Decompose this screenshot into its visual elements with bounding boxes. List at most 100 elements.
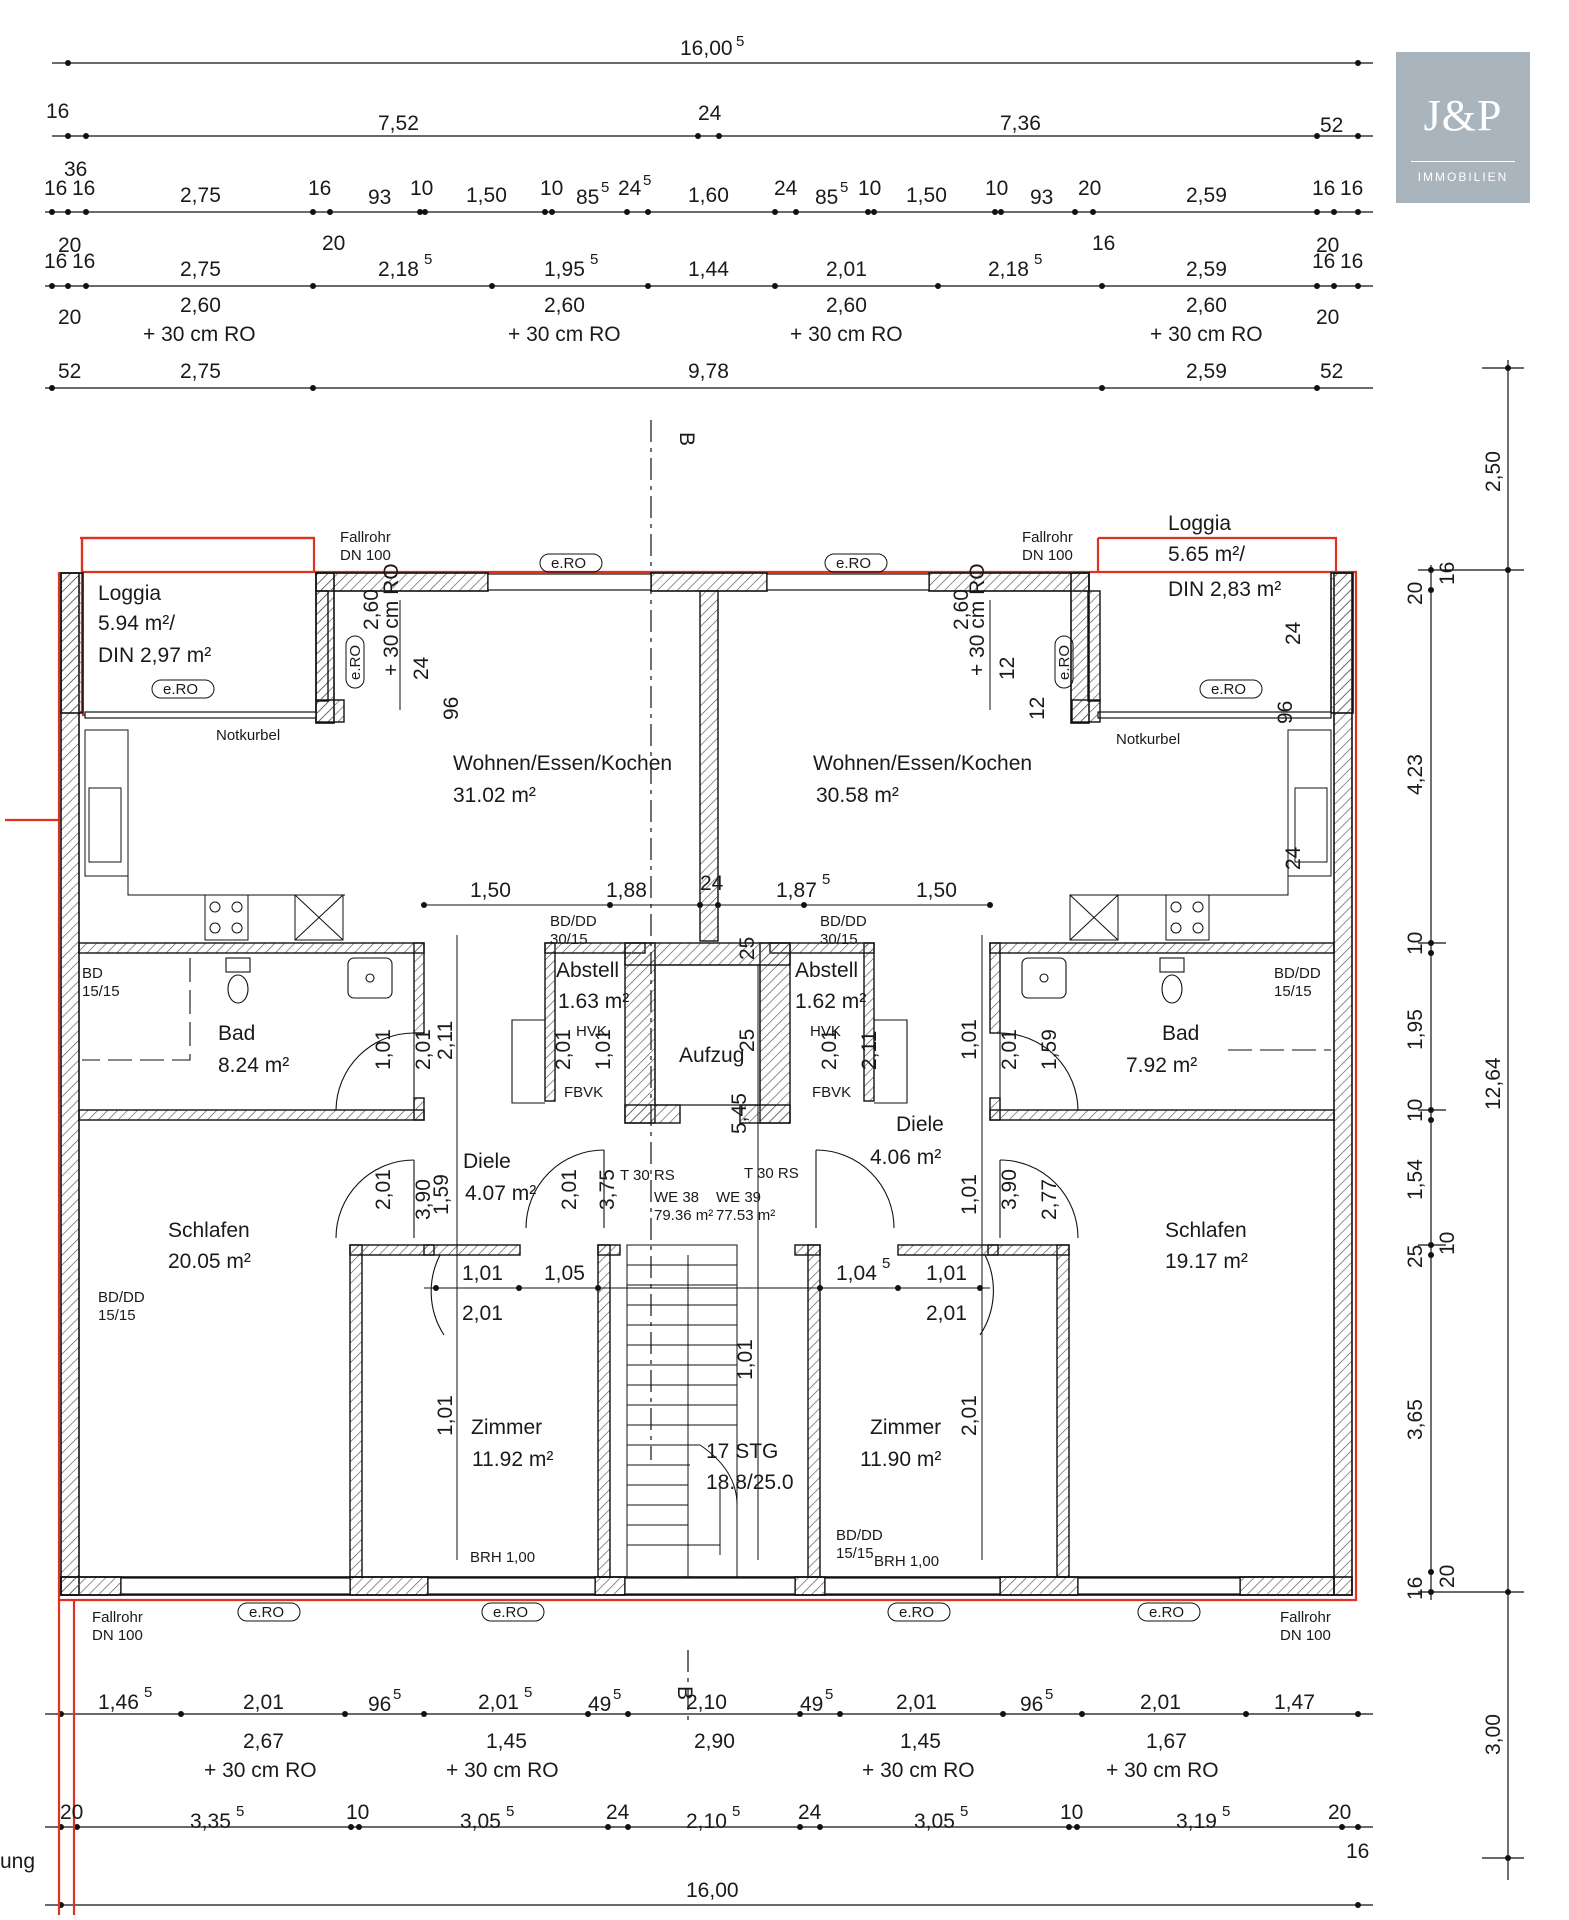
dim-label: 1,05 — [544, 1262, 585, 1285]
annotation: Fallrohr — [1022, 529, 1073, 546]
dim-label-superscript: 5 — [393, 1686, 401, 1703]
dim-label: 20 — [1078, 177, 1101, 200]
centerline — [650, 420, 689, 1725]
ro-tag: e.RO — [1149, 1604, 1184, 1621]
dim-label: 12 — [1026, 697, 1049, 720]
ro-tag: e.RO — [249, 1604, 284, 1621]
room-area: 31.02 m² — [453, 784, 536, 807]
annotation: 79.36 m² — [654, 1207, 713, 1224]
dim-label: 3,90 — [998, 1169, 1021, 1210]
dim-label: 96 — [440, 697, 463, 720]
bathroom-fixtures — [82, 957, 1331, 1061]
dim-label-superscript: 5 — [732, 1803, 740, 1820]
ro-tag: e.RO — [1056, 645, 1073, 680]
opening-width: 2,67 — [243, 1730, 284, 1753]
interior-dimension-lines — [399, 600, 991, 1560]
annotation: FBVK — [564, 1084, 603, 1101]
dim-label-superscript: 5 — [1222, 1803, 1230, 1820]
dim-label: 10 — [1060, 1801, 1083, 1824]
dim-label: 96 — [368, 1693, 391, 1716]
annotation: Notkurbel — [1116, 731, 1180, 748]
annotation: Fallrohr — [1280, 1609, 1331, 1626]
room-area: 5.94 m²/ — [98, 612, 175, 635]
dim-label: 24 — [606, 1801, 630, 1824]
opening-width: 2,90 — [694, 1730, 735, 1753]
brand-name: J&P — [1423, 91, 1503, 140]
dim-label: 20 — [1316, 234, 1339, 257]
room-area: 11.92 m² — [472, 1448, 553, 1471]
dim-label: 16 — [1312, 177, 1335, 200]
exterior-walls — [60, 572, 1354, 1596]
annotation: DN 100 — [340, 547, 391, 564]
room-name: Wohnen/Essen/Kochen — [813, 752, 1032, 775]
dim-label: 24 — [1282, 846, 1305, 870]
dim-label: 2,10 — [686, 1810, 727, 1833]
annotation: BD — [82, 965, 103, 982]
dim-label: 1,01 — [592, 1029, 615, 1070]
dim-label-superscript: 5 — [613, 1686, 621, 1703]
dim-label: 10 — [410, 177, 433, 200]
room-name: Loggia — [1168, 512, 1231, 535]
dim-label: 16 — [72, 250, 95, 273]
annotation: DN 100 — [1022, 547, 1073, 564]
dim-label-superscript: 5 — [643, 172, 651, 189]
dim-label: 16 — [308, 177, 331, 200]
annotation: 15/15 — [82, 983, 120, 1000]
windows — [84, 573, 1332, 1595]
dim-label: 2,01 — [826, 258, 867, 281]
right-dimension-ticks — [1428, 365, 1511, 1861]
ro-tag: e.RO — [1211, 681, 1246, 698]
dim-label: 1,88 — [606, 879, 647, 902]
opening-width: 2,60 — [826, 294, 867, 317]
dim-label: 2,77 — [1038, 1179, 1061, 1220]
opening-note: + 30 cm RO — [446, 1759, 559, 1782]
dim-label: 36 — [64, 158, 87, 181]
dim-label: 1,59 — [430, 1174, 453, 1215]
dim-label: 25 — [1404, 1245, 1427, 1268]
dim-label: 16 — [1092, 232, 1115, 255]
dim-label: 2,59 — [1186, 184, 1227, 207]
dim-label: 1,01 — [926, 1262, 967, 1285]
dim-label: 52 — [58, 360, 81, 383]
annotation: FBVK — [812, 1084, 851, 1101]
section-marker-bottom: B — [673, 1686, 696, 1700]
dim-label: 85 — [576, 186, 599, 209]
top-dim-row1: 16,00 5 — [680, 33, 744, 60]
dim-label: 93 — [368, 186, 391, 209]
loggia-walls — [315, 590, 1101, 723]
room-name: Zimmer — [471, 1416, 542, 1439]
opening-width: 1,45 — [900, 1730, 941, 1753]
brand-logo: J&P IMMOBILIEN — [1396, 52, 1530, 203]
dim-label: 1,01 — [958, 1019, 981, 1060]
dim-label: 20 — [322, 232, 345, 255]
top-dimension-ticks — [49, 60, 1361, 391]
dim-label: 12,64 — [1482, 1057, 1505, 1110]
annotation: Notkurbel — [216, 727, 280, 744]
dim-label: 9,78 — [688, 360, 729, 383]
dim-label: 1,50 — [470, 879, 511, 902]
dim-label: 2,01 — [478, 1691, 519, 1714]
dim-label: 24 — [410, 656, 433, 680]
room-name: Diele — [463, 1150, 511, 1173]
dim-label: 1,50 — [466, 184, 507, 207]
room-area: 20.05 m² — [168, 1250, 251, 1273]
dim-label: 7,52 — [378, 112, 419, 135]
dim-label: 24 — [774, 177, 798, 200]
top-dim-row3: 16 16 36 2,75 16 93 10 1,50 10 85 5 24 5… — [44, 158, 1363, 257]
stair-count: 17 STG — [706, 1440, 778, 1463]
dim-label: 93 — [1030, 186, 1053, 209]
dim-label: 49 — [800, 1693, 823, 1716]
dim-label: 52 — [1320, 114, 1343, 137]
annotation: 15/15 — [98, 1307, 136, 1324]
room-area: 1.63 m² — [558, 990, 629, 1013]
dim-label-total: 16,00 — [686, 1879, 739, 1902]
dim-label: 2,01 — [926, 1302, 967, 1325]
dim-label: 3,90 — [412, 1179, 435, 1220]
dim-label-superscript: 5 — [736, 33, 744, 50]
dim-label: 20 — [1404, 582, 1427, 605]
dim-label: 25 — [736, 1029, 759, 1052]
dim-label: 2,18 — [988, 258, 1029, 281]
dim-label: + 30 cm RO — [966, 563, 989, 676]
interior-walls — [78, 590, 1335, 1578]
